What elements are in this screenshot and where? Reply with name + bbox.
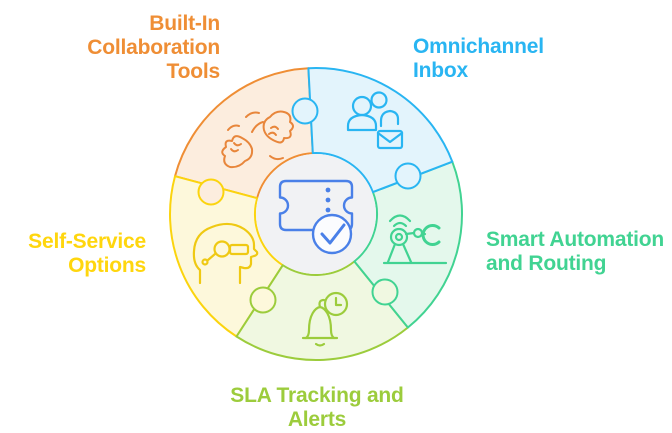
label-line: SLA Tracking and [230,384,404,407]
knob-blue-green [394,162,422,190]
people-envelope-icon [346,91,404,150]
label-line: Options [68,254,146,277]
label-line: Omnichannel [413,35,544,58]
knob-blue-orange [291,97,319,125]
hands-collaboration-icon [221,110,294,169]
puzzle-knobs [197,97,422,314]
label-line: Tools [166,60,221,83]
label-line: Alerts [287,408,347,431]
center-hub [256,154,376,274]
label-smart-automation-routing: Smart Automation and Routing [486,228,664,276]
label-line: Collaboration [87,36,220,59]
label-omnichannel-inbox: Omnichannel Inbox [413,35,544,83]
knob-green-lime [371,278,399,306]
label-line: Self-Service [28,230,146,253]
headset-profile-icon [192,222,259,285]
label-built-in-collaboration-tools: Built-In Collaboration Tools [87,12,220,84]
segment-built-in-collaboration-tools [174,67,314,200]
label-line: and Routing [486,252,607,275]
label-self-service-options: Self-Service Options [28,230,146,278]
label-line: Inbox [413,59,468,82]
knob-lime-yellow [249,286,277,314]
label-line: Built-In [149,12,220,35]
ticket-check-icon [278,179,354,255]
bell-clock-icon [301,291,349,347]
label-line: Smart Automation [486,228,665,251]
label-sla-tracking-alerts: SLA Tracking and Alerts [167,384,467,432]
segment-sla-tracking-alerts [235,260,409,362]
knob-yellow-orange [197,178,225,206]
robot-arm-wifi-icon [382,214,448,265]
